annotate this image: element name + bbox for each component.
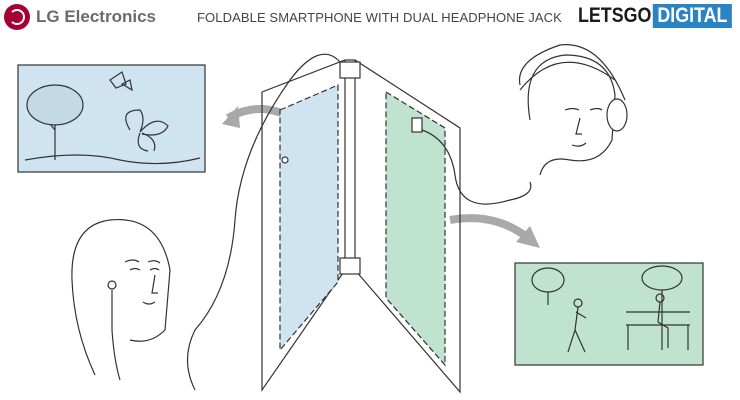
left-display bbox=[279, 84, 339, 352]
left-headphone-cable bbox=[186, 53, 341, 391]
arrow-to-right-image-icon bbox=[449, 214, 540, 248]
left-screen-image bbox=[17, 64, 206, 173]
right-screen-image bbox=[514, 262, 704, 366]
brand-name: LG Electronics bbox=[36, 7, 156, 26]
lg-logo-icon bbox=[4, 4, 30, 30]
man-with-headphones-figure bbox=[518, 44, 628, 176]
right-display bbox=[385, 90, 446, 367]
logo-part-letsgo: LETSGO bbox=[578, 4, 652, 27]
logo-part-digital: DIGITAL bbox=[653, 4, 732, 28]
letsgo-digital-logo: LETSGO DIGITAL bbox=[578, 4, 732, 28]
page-title: FOLDABLE SMARTPHONE WITH DUAL HEADPHONE … bbox=[197, 10, 562, 25]
lg-electronics-logo: LG Electronics bbox=[4, 4, 156, 30]
woman-listening-figure bbox=[71, 219, 171, 381]
foldable-phone bbox=[261, 59, 461, 394]
right-headphone-cable bbox=[421, 129, 532, 205]
